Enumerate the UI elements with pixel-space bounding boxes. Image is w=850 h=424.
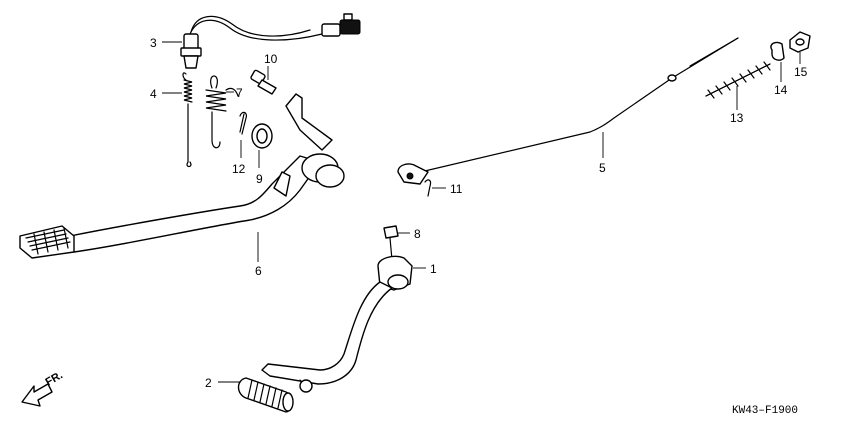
cotter-pin-part-12 [239,111,247,158]
callout-13: 13 [730,111,744,125]
joint-part-14 [770,41,785,82]
diagram-code: KW43–F1900 [732,405,798,417]
callout-15: 15 [794,65,808,79]
callout-7: 7 [236,86,243,100]
cotter-pin-part-11 [424,179,446,197]
callout-8: 8 [414,227,421,241]
brake-rod-part-5 [397,37,739,185]
callout-14: 14 [774,83,788,97]
callout-6: 6 [255,264,262,278]
pedal-rubber-part-2 [218,377,294,413]
callout-3: 3 [150,36,157,50]
callout-10: 10 [264,52,278,66]
stop-switch-part-3 [162,13,361,69]
brake-pedal-part-6 [19,93,345,262]
callout-2: 2 [205,376,212,390]
callout-12: 12 [232,162,246,176]
return-spring-part-7 [205,75,239,149]
callout-11: 11 [450,182,463,196]
brake-spring-part-13 [705,61,771,110]
direction-label: FR. [44,369,65,388]
bolt-part-8 [383,225,410,261]
washer-part-9 [251,123,273,168]
callout-5: 5 [599,161,606,175]
adjusting-nut-part-15 [789,31,811,64]
gearshift-pedal-part-1 [261,255,426,393]
bolt-part-10 [250,66,277,95]
front-direction-arrow-icon [21,383,53,407]
callout-4: 4 [150,87,157,101]
callout-1: 1 [430,262,437,276]
switch-spring-part-4 [162,72,193,168]
callout-9: 9 [256,172,263,186]
